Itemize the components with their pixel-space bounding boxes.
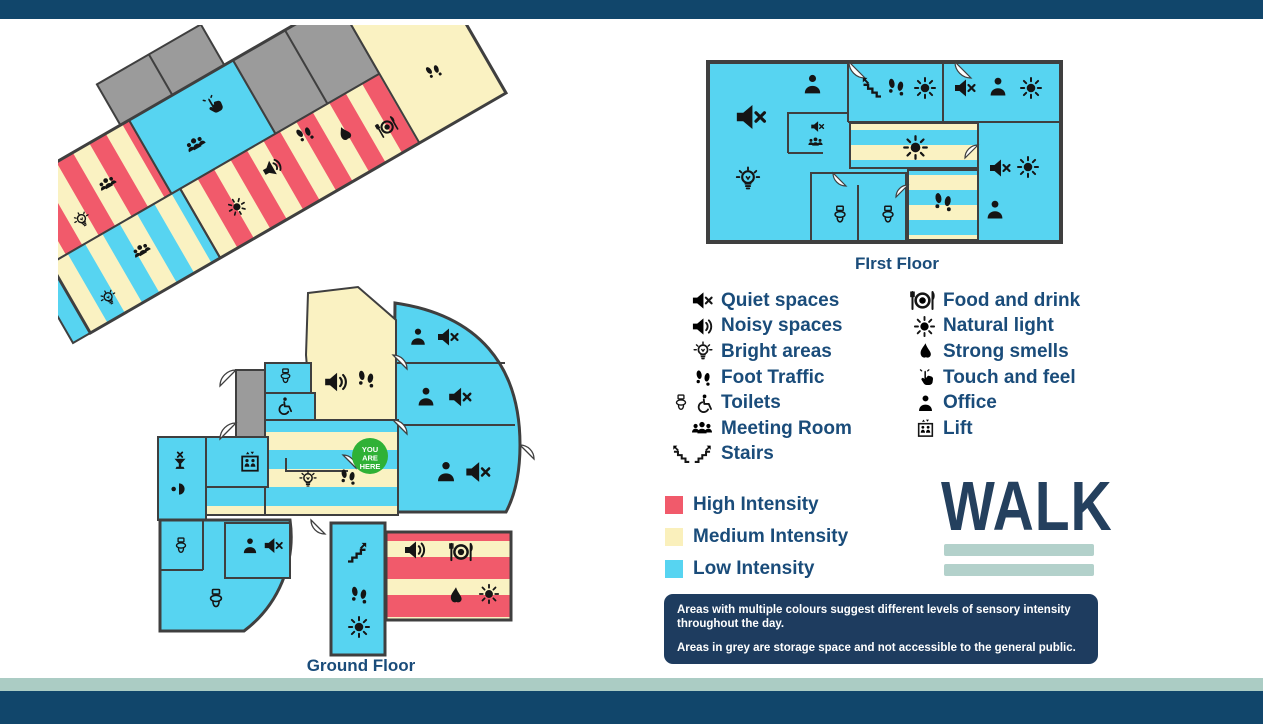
natural-light-icon [914, 77, 936, 99]
legend-label: Strong smells [943, 340, 1069, 362]
meeting-icon [692, 422, 712, 434]
legend-row-toilets: Toilets [666, 390, 884, 416]
low-intensity-swatch [665, 560, 683, 578]
top-banner [0, 0, 1263, 19]
intensity-label: High Intensity [693, 494, 819, 515]
natural-light-icon [915, 317, 934, 336]
main-corridor-west [205, 486, 266, 516]
refreshment-room [157, 436, 207, 521]
medium-intensity-swatch [665, 528, 683, 546]
ground-floor-label: Ground Floor [306, 656, 416, 675]
legend-row-foot-traffic: Foot Traffic [666, 365, 884, 391]
legend-row-stairs: Stairs [666, 442, 884, 468]
office-icon [919, 395, 932, 410]
toilet-icon [677, 395, 686, 409]
note-multiple-colours: Areas with multiple colours suggest diff… [677, 604, 1071, 631]
natural-light-icon [903, 135, 928, 160]
legend-label: Stairs [721, 443, 774, 465]
stairs-up-icon [673, 446, 689, 462]
stair-corridor [329, 521, 387, 657]
foot-traffic-icon [696, 370, 710, 386]
intensity-row-low: Low Intensity [665, 553, 848, 585]
info-note-box: Areas with multiple colours suggest diff… [664, 594, 1098, 664]
intensity-row-high: High Intensity [665, 489, 848, 521]
intensity-label: Medium Intensity [693, 526, 849, 547]
legend-label: Food and drink [943, 289, 1081, 311]
you-are-here-line1: YOU [362, 445, 378, 454]
legend-row-bright: Bright areas [666, 339, 884, 365]
natural-light-icon [1020, 77, 1042, 99]
office-room-4 [224, 522, 291, 579]
legend-label: Touch and feel [943, 366, 1076, 388]
lift-lobby [205, 436, 269, 488]
natural-light-icon [1017, 156, 1039, 178]
accessible-toilet-room [264, 392, 316, 421]
legend-row-food-drink: Food and drink [888, 288, 1106, 314]
footer-sage-band [0, 678, 1263, 691]
ground-floor-plan: YOU ARE HERE [58, 25, 535, 657]
you-are-here-line3: HERE [360, 462, 381, 471]
storage-corridor [235, 369, 266, 438]
legend-row-touch: Touch and feel [888, 365, 1106, 391]
intensity-row-medium: Medium Intensity [665, 521, 848, 553]
wheelchair-icon [699, 394, 711, 412]
legend-label: Natural light [943, 315, 1054, 337]
office-arc-block [391, 301, 522, 514]
first-floor-label: FIrst Floor [854, 254, 940, 273]
lift-icon [919, 420, 933, 437]
intensity-label: Low Intensity [693, 558, 815, 579]
walk-logo-bar [944, 544, 1094, 556]
intensity-legend: High Intensity Medium Intensity Low Inte… [665, 489, 848, 585]
legend-label: Noisy spaces [721, 315, 843, 337]
bright-icon [694, 342, 712, 359]
legend-row-noisy: Noisy spaces [666, 314, 884, 340]
high-intensity-swatch [665, 496, 683, 514]
smells-icon [921, 344, 931, 358]
legend-label: Quiet spaces [721, 289, 840, 311]
natural-light-icon [348, 616, 370, 638]
walk-logo-bar [944, 564, 1094, 576]
touch-icon [921, 369, 934, 384]
legend-label: Lift [943, 417, 973, 439]
note-grey-storage: Areas in grey are storage space and not … [677, 641, 1076, 654]
legend-label: Meeting Room [721, 417, 852, 439]
you-are-here-marker: YOU ARE HERE [352, 438, 388, 474]
you-are-here-line2: ARE [362, 454, 378, 463]
legend-row-quiet: Quiet spaces [666, 288, 884, 314]
legend-label: Office [943, 392, 997, 414]
legend-label: Foot Traffic [721, 366, 825, 388]
legend-row-lift: Lift [888, 416, 1106, 442]
walk-logo: WALK [941, 468, 1113, 576]
legend-row-office: Office [888, 390, 1106, 416]
legend-row-natural-light: Natural light [888, 314, 1106, 340]
first-floor-plan [706, 60, 1063, 244]
quiet-icon [693, 293, 712, 309]
natural-light-icon [478, 583, 500, 605]
cafe-room [384, 530, 513, 622]
food-drink-icon [911, 292, 934, 309]
first-corridor-south [907, 169, 979, 241]
walk-logo-text: WALK [941, 468, 1113, 546]
legend-label: Toilets [721, 392, 781, 414]
stairs-down-icon [695, 446, 711, 462]
noisy-icon [693, 318, 711, 334]
legend-row-smells: Strong smells [888, 339, 1106, 365]
legend-row-meeting: Meeting Room [666, 416, 884, 442]
footer-banner [0, 691, 1263, 724]
legend-label: Bright areas [721, 340, 832, 362]
